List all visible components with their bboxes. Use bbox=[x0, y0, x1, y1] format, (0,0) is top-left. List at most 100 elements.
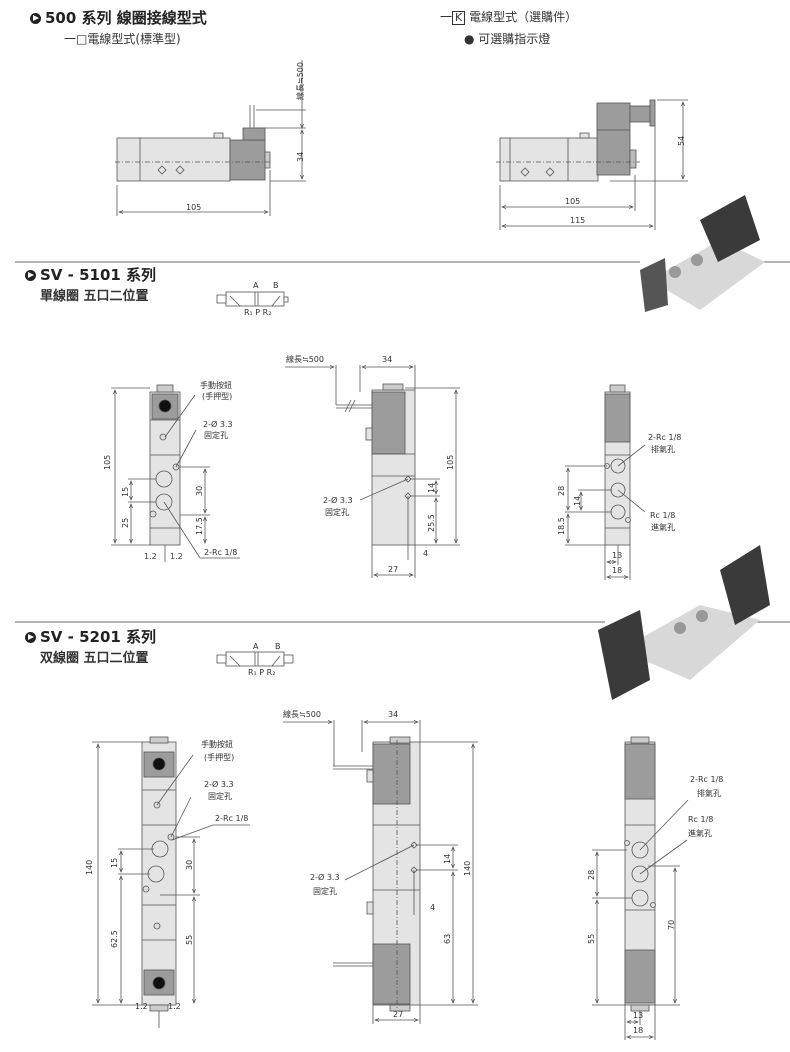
dim-4: 4 bbox=[423, 549, 429, 558]
dim-cable: 線長≒500 bbox=[283, 710, 321, 719]
connector-wire-view bbox=[496, 99, 688, 230]
dim-cable: 線長≒500 bbox=[286, 355, 324, 364]
dim-1-2-left: 1.2 bbox=[144, 552, 157, 561]
mount-hole-text: 固定孔 bbox=[325, 508, 349, 517]
standard-wire-label: 一□電線型式(標準型) bbox=[64, 32, 181, 46]
title-text: SV - 5201 系列 bbox=[40, 628, 157, 646]
sv5201-back-view bbox=[592, 736, 689, 1040]
valve-symbol-single bbox=[216, 291, 289, 307]
product-photo-single bbox=[640, 195, 765, 312]
manual-button-label: 手動按鈕 bbox=[201, 740, 233, 749]
dash: 一 bbox=[440, 10, 453, 24]
dim-13: 13 bbox=[612, 551, 623, 560]
dim-total: 140 bbox=[85, 859, 94, 875]
inlet-text: 進氣孔 bbox=[688, 829, 712, 838]
manual-type-label: (手押型) bbox=[204, 753, 235, 762]
dim-17-5: 17.5 bbox=[195, 517, 204, 535]
dim-1-2-right: 1.2 bbox=[170, 552, 183, 561]
dim-height: 34 bbox=[296, 151, 305, 162]
dim-34: 34 bbox=[382, 355, 393, 364]
dim-55: 55 bbox=[185, 934, 194, 945]
port-b: B bbox=[275, 642, 281, 651]
valve-symbol-double bbox=[216, 651, 294, 667]
dim-55: 55 bbox=[587, 933, 596, 944]
sv5101-side-view bbox=[285, 365, 460, 578]
mount-hole-text: 固定孔 bbox=[208, 792, 232, 801]
dim-length-115: 115 bbox=[570, 216, 586, 225]
mount-hole-label: 2-Ø 3.3 bbox=[323, 496, 353, 505]
play-bullet-icon bbox=[30, 13, 41, 24]
mount-hole-label: 2-Ø 3.3 bbox=[203, 420, 233, 429]
dim-15: 15 bbox=[121, 486, 130, 497]
title-text: SV - 5101 系列 bbox=[40, 266, 157, 284]
manual-type-label: (手押型) bbox=[202, 392, 233, 401]
dim-18-5: 18.5 bbox=[557, 517, 566, 535]
port-label: 2-Rc 1/8 bbox=[204, 548, 238, 557]
dim-25: 25 bbox=[121, 517, 130, 528]
section-title-sv5201: SV - 5201 系列 bbox=[25, 630, 156, 645]
dim-14: 14 bbox=[427, 482, 436, 493]
ports-r-p-r: R₁ P R₂ bbox=[244, 308, 272, 317]
dim-total: 105 bbox=[446, 454, 455, 470]
exhaust-text: 排氣孔 bbox=[697, 789, 721, 798]
dim-70: 70 bbox=[667, 919, 676, 930]
option-label-text: 電線型式（選購件） bbox=[469, 10, 578, 24]
section-title-sv5101: SV - 5101 系列 bbox=[25, 268, 156, 283]
dim-total: 105 bbox=[103, 454, 112, 470]
port-b: B bbox=[273, 281, 279, 290]
product-photo-double bbox=[598, 545, 770, 700]
dim-4: 4 bbox=[430, 903, 436, 912]
dim-length: 105 bbox=[186, 203, 202, 212]
port-a: A bbox=[253, 281, 259, 290]
section-subtitle: 單線圈 五口二位置 bbox=[40, 289, 149, 304]
mount-hole-text: 固定孔 bbox=[313, 887, 337, 896]
dim-28: 28 bbox=[587, 869, 596, 880]
sv5201-side-view bbox=[283, 720, 478, 1024]
inlet-text: 進氣孔 bbox=[651, 523, 675, 532]
play-bullet-icon bbox=[25, 270, 36, 281]
dim-length-105: 105 bbox=[565, 197, 581, 206]
mount-hole-label: 2-Ø 3.3 bbox=[310, 873, 340, 882]
sv5101-front-view bbox=[111, 384, 240, 562]
dim-1-2-right: 1.2 bbox=[168, 1002, 181, 1011]
port-label: 2-Rc 1/8 bbox=[215, 814, 249, 823]
dim-14: 14 bbox=[443, 853, 452, 864]
dim-30: 30 bbox=[195, 485, 204, 496]
dim-28: 28 bbox=[557, 485, 566, 496]
dim-63: 63 bbox=[443, 933, 452, 944]
dim-27: 27 bbox=[388, 565, 399, 574]
sv5201-front-view bbox=[92, 736, 250, 1028]
mount-hole-label: 2-Ø 3.3 bbox=[204, 780, 234, 789]
section-subtitle: 双線圈 五口二位置 bbox=[40, 651, 149, 666]
dim-total: 140 bbox=[463, 860, 472, 876]
exhaust-text: 排氣孔 bbox=[651, 445, 675, 454]
inlet-port-label: Rc 1/8 bbox=[650, 511, 676, 520]
indicator-light-label: ● 可選購指示燈 bbox=[464, 32, 551, 46]
play-bullet-icon bbox=[25, 632, 36, 643]
dim-27: 27 bbox=[393, 1010, 404, 1019]
dim-1-2-left: 1.2 bbox=[135, 1002, 148, 1011]
standard-wire-view bbox=[115, 60, 306, 216]
mount-hole-text: 固定孔 bbox=[204, 431, 228, 440]
dim-34: 34 bbox=[388, 710, 399, 719]
dim-62-5: 62.5 bbox=[110, 930, 119, 948]
exhaust-port-label: 2-Rc 1/8 bbox=[690, 775, 724, 784]
sv5101-back-view bbox=[565, 384, 646, 580]
dim-15: 15 bbox=[110, 857, 119, 868]
dim-cable: 線長≒500 bbox=[296, 62, 305, 100]
port-a: A bbox=[253, 642, 259, 651]
dim-18: 18 bbox=[612, 566, 623, 575]
dim-30: 30 bbox=[185, 859, 194, 870]
exhaust-port-label: 2-Rc 1/8 bbox=[648, 433, 682, 442]
title-text: 500 系列 線圈接線型式 bbox=[45, 9, 207, 27]
dim-25-5: 25.5 bbox=[427, 514, 436, 532]
dim-18: 18 bbox=[633, 1026, 644, 1035]
ports-r-p-r: R₁ P R₂ bbox=[248, 668, 276, 677]
inlet-port-label: Rc 1/8 bbox=[688, 815, 714, 824]
dim-height-54: 54 bbox=[677, 135, 686, 146]
option-box-k: K bbox=[452, 11, 466, 25]
manual-button-label: 手動按鈕 bbox=[200, 381, 232, 390]
dim-13: 13 bbox=[633, 1011, 644, 1020]
